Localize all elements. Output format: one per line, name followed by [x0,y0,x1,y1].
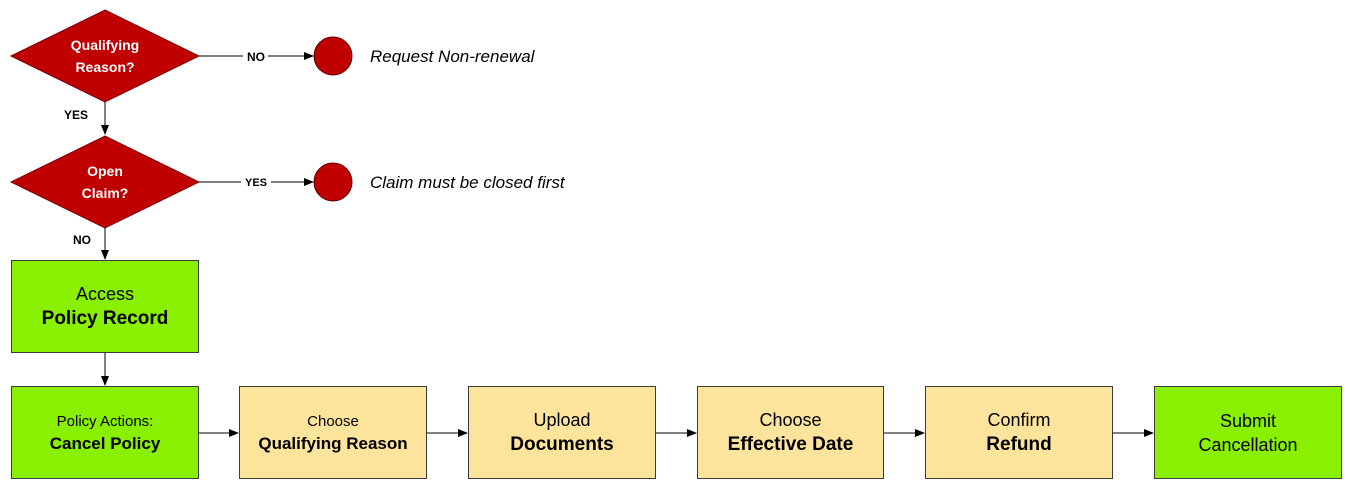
step-label-line2: Effective Date [727,434,854,455]
step-label-line2: Cancellation [1198,434,1298,455]
step-label-line2: Documents [510,434,614,455]
step-label-line2: Qualifying Reason [258,433,408,453]
step-choose-effective-date: Choose Effective Date [697,386,884,479]
decision-label-line1: Open [87,163,123,179]
step-label-line1: Upload [533,410,591,430]
decision-diamond-qualifying-reason [9,9,201,103]
decision-label-line2: Claim? [82,185,129,201]
step-upload-documents: Upload Documents [468,386,656,479]
edge-label-yes: YES [245,177,267,189]
step-access-policy-record: Access Policy Record [11,260,199,353]
step-label-line1: Access [75,284,135,304]
terminal-node-claim-open [313,162,353,202]
step-confirm-refund: Confirm Refund [925,386,1113,479]
decision-label-line1: Qualifying [71,37,139,53]
decision-label-line2: Reason? [75,59,134,75]
step-label-line1: Choose [307,412,359,430]
step-label-line1: Policy Actions: [56,412,154,430]
step-label-line1: Choose [759,410,822,430]
terminal-node-non-renewal [313,36,353,76]
edge-label-yes: YES [64,108,88,122]
step-label-line2: Cancel Policy [49,433,161,453]
step-submit-cancellation: Submit Cancellation [1154,386,1342,479]
step-label-line1: Submit [1219,410,1277,431]
decision-diamond-open-claim [9,135,201,229]
step-label-line1: Confirm [987,410,1051,430]
step-label-line2: Policy Record [41,308,169,329]
outcome-claim-must-be-closed: Claim must be closed first [370,173,566,192]
step-choose-qualifying-reason: Choose Qualifying Reason [239,386,427,479]
step-cancel-policy: Policy Actions: Cancel Policy [11,386,199,479]
step-label-line2: Refund [986,434,1052,455]
edge-label-no: NO [247,50,265,64]
edge-label-no: NO [73,233,91,247]
outcome-request-non-renewal: Request Non-renewal [370,47,536,66]
